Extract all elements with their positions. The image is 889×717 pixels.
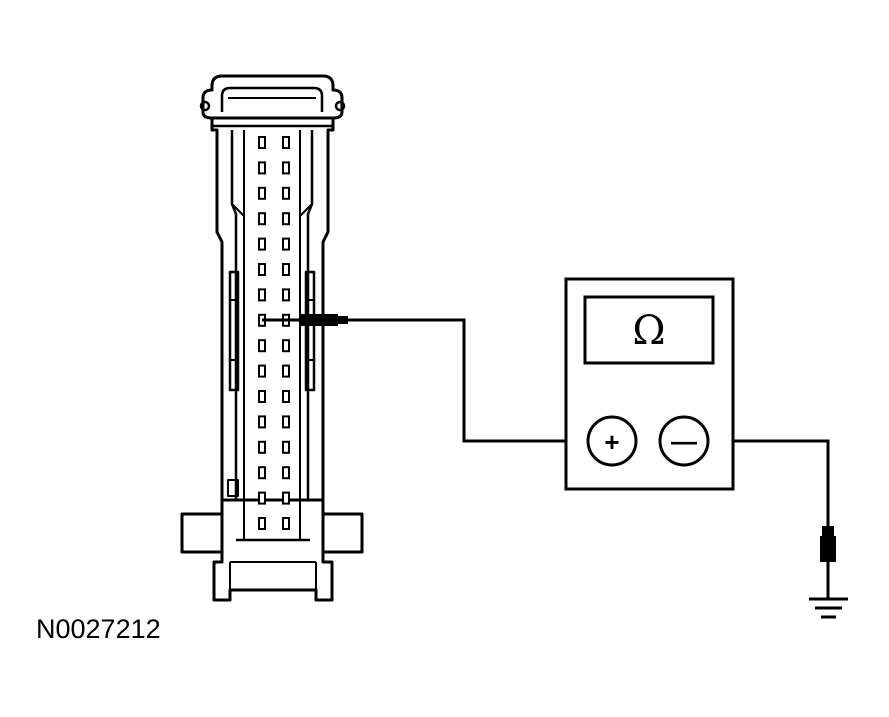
connector-flange — [180, 512, 364, 554]
pin-cavity — [258, 364, 266, 378]
pin-cavity — [282, 440, 290, 454]
connector-inner-wall — [230, 130, 314, 500]
connector-latch — [220, 86, 324, 112]
pin-cavity — [282, 517, 290, 530]
pin-cavity — [282, 136, 290, 149]
pin-cavity — [258, 466, 266, 480]
connector-upper-body — [210, 118, 335, 502]
negative-terminal-label: — — [671, 426, 697, 456]
negative-terminal — [658, 415, 710, 467]
pin-cavity — [258, 212, 266, 226]
pin-cavity — [258, 517, 266, 530]
ground-icon — [809, 597, 848, 619]
pin-cavity — [282, 212, 290, 226]
pin-cavity — [282, 339, 290, 353]
multimeter: Ω + — — [564, 277, 735, 491]
pin-cavity — [282, 364, 290, 378]
pin-cavity — [258, 136, 266, 149]
figure-id-label: N0027212 — [36, 614, 161, 644]
pin-cavity — [282, 288, 290, 302]
connector — [180, 74, 364, 602]
mount-hole-right — [334, 100, 346, 112]
negative-lead-wire — [707, 439, 830, 528]
pin-cavity — [282, 161, 290, 175]
pin-cavity — [258, 186, 266, 200]
pin-cavity — [258, 161, 266, 175]
pin-cavity — [282, 263, 290, 276]
mount-hole-left — [199, 100, 211, 112]
pin-cavity — [258, 440, 266, 454]
positive-terminal — [586, 415, 638, 467]
pin-cavity — [282, 415, 290, 429]
pin-cavity — [282, 390, 290, 403]
pin-cavity — [258, 339, 266, 353]
positive-lead-wire — [348, 318, 590, 443]
pin-cavity — [282, 491, 290, 505]
pin-cavity — [258, 237, 266, 251]
pin-cavity — [258, 288, 266, 302]
ohm-symbol: Ω — [632, 308, 665, 354]
pin-cavity — [258, 491, 266, 505]
ground-probe — [820, 526, 836, 598]
test-leads — [348, 318, 830, 528]
pin-cavity — [258, 415, 266, 429]
pin-cavity — [282, 186, 290, 200]
pin-cavity — [258, 263, 266, 276]
pin-cavity — [258, 390, 266, 403]
pin-cavity — [282, 466, 290, 480]
connector-bottom-plug — [212, 552, 334, 602]
pin-cavity — [282, 237, 290, 251]
multimeter-display — [583, 295, 715, 365]
test-probe — [262, 314, 348, 326]
positive-terminal-label: + — [604, 427, 619, 457]
connector-pins — [258, 136, 290, 530]
